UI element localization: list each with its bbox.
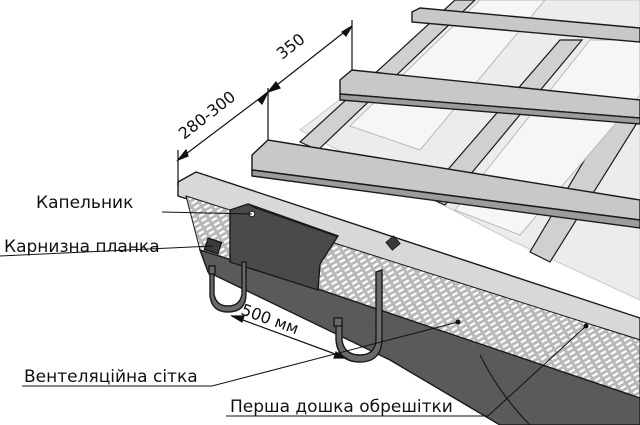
callout-dot-vent-mesh — [455, 319, 461, 325]
dimension-batten-spacing — [266, 20, 353, 94]
callout-line-eave-strip — [0, 245, 214, 257]
callout-dot-first-batten — [583, 323, 589, 329]
callout-line-drip-edge — [161, 211, 253, 215]
label-drip-edge: Капельник — [36, 193, 133, 213]
nail-marker — [385, 235, 401, 251]
gutter-bracket-left — [208, 261, 247, 313]
batten-boards — [251, 7, 640, 229]
callout-line-first-batten-diag — [487, 325, 587, 417]
label-vent-mesh: Вентеляційна сітка — [24, 367, 198, 387]
dimension-first-spacing — [176, 88, 269, 186]
label-first-batten: Перша дошка обрешітки — [230, 397, 453, 417]
dimension-first-spacing-label: 280-300 — [175, 87, 239, 143]
dimension-bracket-spacing — [229, 315, 349, 359]
dimension-batten-spacing-label: 350 — [273, 29, 309, 63]
first-batten-board — [177, 171, 640, 341]
callout-line-vent-mesh-diag — [211, 321, 459, 387]
label-eave-strip: Карнизна планка — [4, 237, 160, 257]
